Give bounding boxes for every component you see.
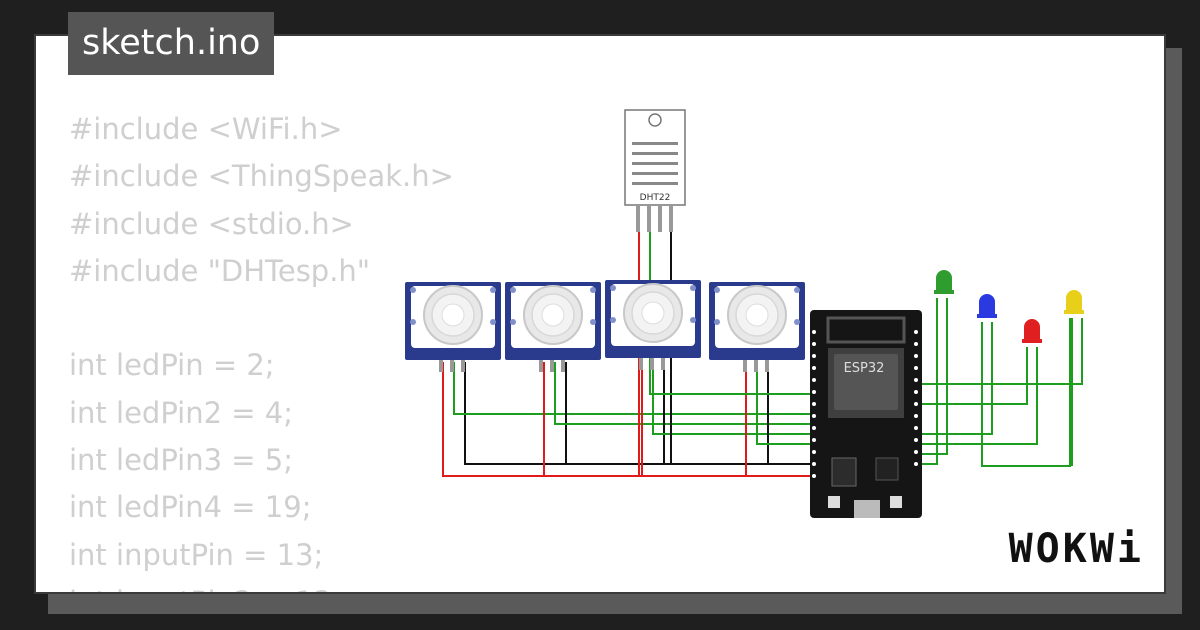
pir-sensor <box>404 281 502 373</box>
dht22-label: DHT22 <box>640 193 671 203</box>
file-tab[interactable]: sketch.ino <box>68 12 275 75</box>
code-line: int inputPin = 13; <box>69 537 324 572</box>
code-line: int ledPin = 2; <box>69 348 275 383</box>
wokwi-logo: WOKWi <box>1008 526 1144 572</box>
code-line: int inputPin2 = 12; <box>69 579 454 592</box>
code-line: int ledPin2 = 4; <box>69 395 294 430</box>
project-card[interactable]: #include <WiFi.h> #include <ThingSpeak.h>… <box>34 34 1166 594</box>
code-line: #include "DHTesp.h" <box>69 253 371 288</box>
code-line: int ledPin4 = 19; <box>69 490 312 525</box>
circuit-diagram: DHT22 ESP32 <box>404 109 1084 518</box>
code-preview: #include <WiFi.h> #include <ThingSpeak.h>… <box>69 106 454 592</box>
esp32-label: ESP32 <box>844 361 885 376</box>
esp32-board: ESP32 <box>810 310 922 518</box>
code-line: #include <ThingSpeak.h> <box>69 159 454 194</box>
wires <box>442 232 1083 477</box>
pir-sensor <box>504 281 602 373</box>
led-blue <box>977 294 997 318</box>
code-line: #include <WiFi.h> <box>69 112 343 146</box>
led-green <box>934 270 954 294</box>
led-yellow <box>1064 290 1084 314</box>
code-line: #include <stdio.h> <box>69 206 354 241</box>
code-line: int ledPin3 = 5; <box>69 443 294 478</box>
pir-sensor <box>604 279 702 371</box>
dht22-sensor: DHT22 <box>624 109 686 232</box>
led-red <box>1022 319 1042 343</box>
pir-sensor <box>708 281 806 373</box>
